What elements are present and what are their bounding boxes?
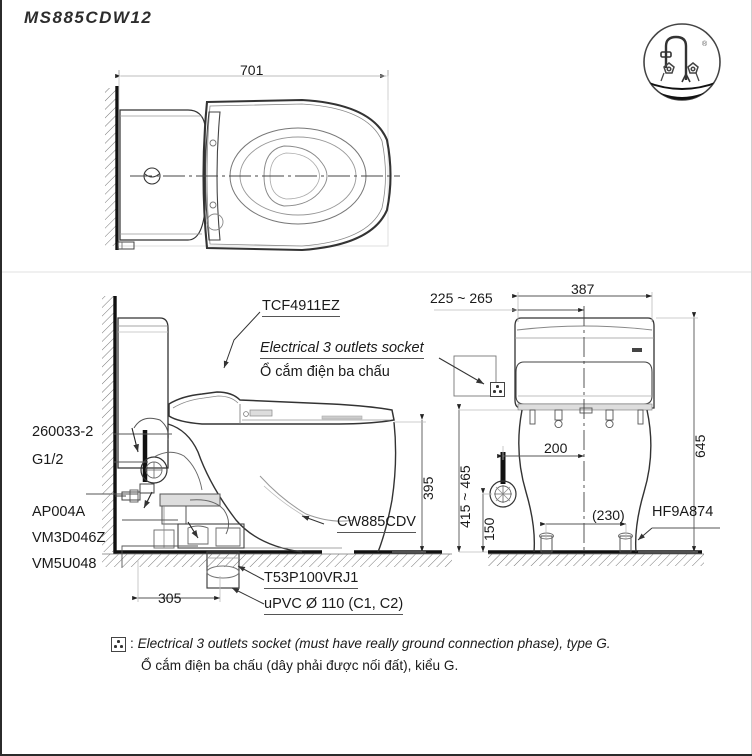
dimension-305: 305: [158, 590, 182, 606]
dimension-415-465: 415 ~ 465: [457, 465, 473, 528]
part-label-g1-2: G1/2: [32, 452, 64, 468]
dimension-200: 200: [544, 440, 568, 456]
part-label-vm3d046z: VM3D046Z: [32, 530, 106, 546]
socket-callout-english: Electrical 3 outlets socket: [260, 340, 424, 359]
dimension-701: 701: [240, 62, 264, 78]
side-view-group: [86, 296, 452, 605]
dimension-645: 645: [692, 434, 708, 458]
part-label-vm5u048: VM5U048: [32, 556, 97, 572]
front-view-group: [434, 292, 720, 566]
legend-socket-icon: [111, 637, 126, 652]
svg-text:®: ®: [702, 40, 708, 48]
dimension-225-265: 225 ~ 265: [430, 290, 493, 306]
page-title: MS885CDW12: [24, 8, 153, 27]
part-label-ap004a: AP004A: [32, 504, 86, 520]
dimension-395: 395: [420, 476, 436, 500]
socket-3-outlet-icon: [490, 382, 505, 397]
socket-callout-group: [438, 355, 497, 397]
part-label-t53p100vrj1: T53P100VRJ1: [264, 570, 359, 589]
toto-water-faucet-logo: ®: [643, 23, 721, 101]
dimension-230: (230): [592, 507, 625, 523]
part-label-cw885cdv: CW885CDV: [337, 514, 416, 533]
dimension-150: 150: [481, 517, 497, 541]
dimension-387: 387: [571, 281, 595, 297]
legend-line-vietnamese: Ổ cắm điện ba chấu (dây phải được nối đấ…: [141, 658, 459, 674]
top-view-group: [105, 70, 400, 252]
part-label-tcf4911ez: TCF4911EZ: [262, 298, 340, 317]
legend-line-english: Electrical 3 outlets socket (must have r…: [137, 636, 611, 651]
legend-separator: :: [130, 636, 134, 651]
part-label-hf9a874: HF9A874: [652, 504, 714, 520]
part-label-upvc: uPVC Ø 110 (C1, C2): [264, 596, 404, 615]
part-label-260033-2: 260033-2: [32, 424, 94, 440]
legend-block: : Electrical 3 outlets socket (must have…: [130, 634, 611, 677]
socket-callout-vietnamese: Ổ cắm điện ba chấu: [260, 364, 390, 380]
